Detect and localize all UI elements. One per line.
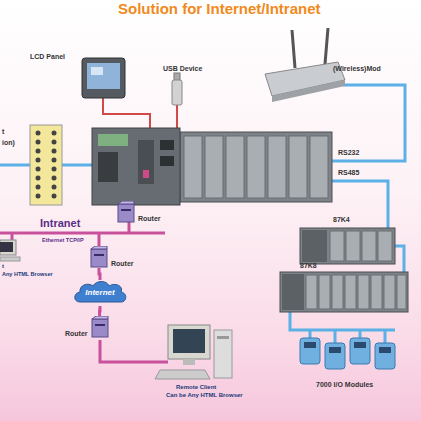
expansion-unit <box>300 228 395 264</box>
router-label: Router <box>111 259 134 268</box>
device-label: Can be Any HTML Browser <box>166 392 243 399</box>
device-label: RS485 <box>338 169 359 177</box>
usb-device <box>172 73 182 105</box>
device-label: ion) <box>2 139 15 147</box>
usb-cable <box>103 98 177 128</box>
device-label: 7000 I/O Modules <box>316 381 373 389</box>
device-label: USB Device <box>163 65 202 73</box>
computer <box>0 240 20 261</box>
cable <box>0 85 408 343</box>
device-label: Remote Client <box>176 384 216 391</box>
router-node: Router <box>117 201 161 223</box>
computer <box>155 325 232 379</box>
router-body <box>118 204 134 222</box>
network-link <box>99 268 100 280</box>
cloud-outline <box>75 282 126 303</box>
router-top <box>92 316 108 319</box>
router-top <box>91 246 107 249</box>
router-icon <box>90 246 108 268</box>
lcd-panel <box>82 58 125 98</box>
router-body <box>92 319 108 337</box>
io-module <box>300 338 395 369</box>
router-icon <box>91 316 109 338</box>
router-node: Router <box>65 316 109 338</box>
router-top <box>118 201 134 204</box>
device-label: Intranet <box>40 217 80 230</box>
router-led <box>95 324 105 326</box>
router-icon <box>117 201 135 223</box>
internet-cloud: Internet <box>72 280 128 306</box>
device-label: LCD Panel <box>30 53 65 61</box>
router-led <box>121 209 131 211</box>
ethernet-line <box>0 205 168 362</box>
device-label: 87K4 <box>333 216 350 224</box>
device-label: 87K8 <box>300 262 317 270</box>
device-label: Any HTML Browser <box>2 271 53 278</box>
device-label: t <box>2 128 4 136</box>
title: Solution for Internet/Intranet <box>118 0 321 17</box>
router-body <box>91 249 107 267</box>
router-label: Router <box>65 329 88 338</box>
network-link <box>98 306 101 316</box>
controller <box>92 128 332 205</box>
router-label: Router <box>138 214 161 223</box>
device-label: RS232 <box>338 149 359 157</box>
router-node: Router <box>90 246 134 268</box>
terminal-block <box>30 125 62 205</box>
device-label: (Wireless)Mod <box>333 65 381 73</box>
device-label: t <box>2 263 4 270</box>
cloud-label: Internet <box>85 288 114 298</box>
device-label: Ethernet TCP/IP <box>42 237 84 244</box>
expansion-unit <box>280 272 408 312</box>
router-led <box>94 254 104 256</box>
